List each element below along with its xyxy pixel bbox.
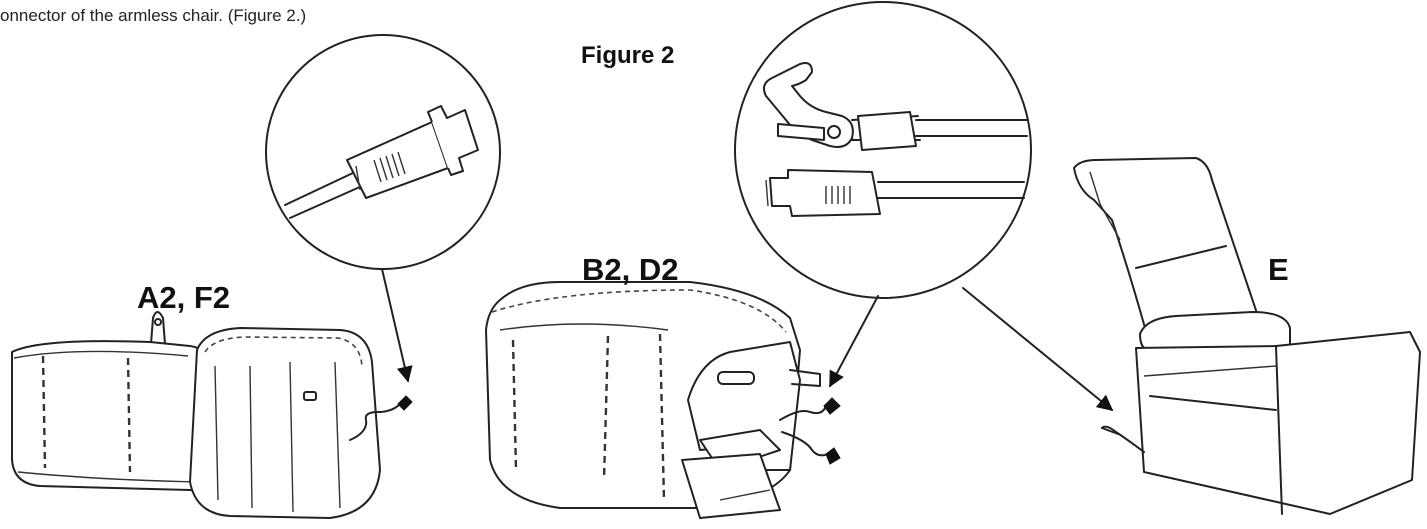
middle-plug-end-lower	[825, 447, 841, 465]
left-pointer-arrow	[381, 268, 413, 383]
middle-plug-end-upper	[823, 397, 841, 415]
left-connector-callout	[265, 34, 501, 270]
middle-magnifier-circle	[734, 1, 1032, 299]
power-button	[303, 391, 317, 401]
plug-connector	[769, 169, 881, 217]
middle-pointer-arrow	[829, 295, 879, 388]
label-middle-chair: B2, D2	[582, 252, 679, 287]
right-pointer-arrow	[962, 287, 1114, 412]
middle-chair-b2-d2	[485, 281, 841, 519]
figure-title: Figure 2	[581, 42, 675, 69]
left-chair-a2-f2	[11, 311, 413, 519]
middle-connector-callout	[734, 1, 1032, 299]
control-panel	[717, 371, 755, 385]
right-chair-e	[1073, 157, 1421, 515]
instruction-caption: onnector of the armless chair. (Figure 2…	[0, 6, 307, 25]
label-right-chair: E	[1268, 252, 1289, 287]
left-plug-end	[397, 395, 413, 411]
single-plug-connector	[284, 105, 479, 219]
label-left-chair: A2, F2	[137, 280, 231, 315]
